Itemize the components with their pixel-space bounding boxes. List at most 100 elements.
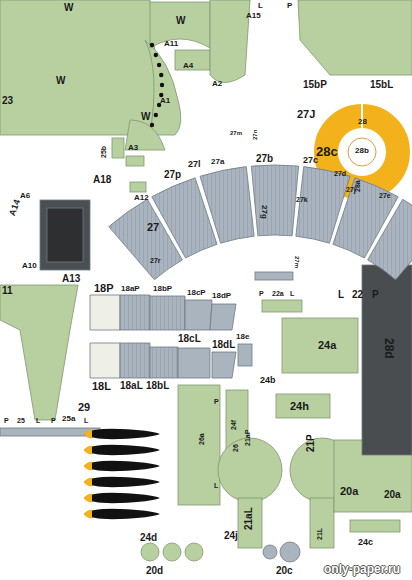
part-number: 27b [256, 154, 273, 164]
part-number: 21P [306, 434, 316, 452]
part-number: 27J [297, 109, 315, 120]
part-number: 24h [290, 401, 309, 412]
part-number: P [287, 2, 292, 10]
part-number: 21aL [244, 507, 254, 530]
part-number: 15bP [303, 80, 327, 90]
part-20c [280, 542, 300, 562]
part-number: 20a [384, 490, 401, 500]
part-number: 22 [352, 290, 363, 300]
blade [84, 509, 160, 519]
blade [84, 477, 160, 487]
part-number: A10 [22, 262, 37, 270]
part-number: 27n [252, 130, 258, 140]
blade-tip [84, 510, 92, 519]
watermark: only-paper.ru [324, 563, 400, 575]
part-number: 25b [100, 146, 107, 158]
part-number: A2 [212, 80, 222, 88]
part-a4 [175, 50, 210, 70]
rivet-hole [157, 63, 161, 67]
part-24h [276, 394, 330, 418]
green-parts [0, 0, 412, 561]
part-number: P [51, 417, 56, 424]
part-number: W [176, 16, 185, 26]
part-number: 27e [379, 192, 391, 199]
rivet-hole [160, 83, 164, 87]
part-number: 24b [260, 376, 276, 385]
part-number: 27p [164, 170, 181, 180]
part-number: 27l [188, 160, 201, 169]
part-number: 25 [17, 417, 25, 424]
rivet-holes [150, 43, 164, 127]
propeller-blades [84, 429, 160, 519]
part-18ap [120, 295, 150, 330]
part-number: 20a [340, 486, 358, 497]
part-number: 24f [230, 420, 237, 430]
part-18bp [150, 296, 185, 330]
part-15b [298, 0, 412, 75]
part-18e [238, 344, 252, 366]
part-number: P [4, 417, 9, 424]
part-number: 28 [358, 118, 367, 126]
part-11 [0, 285, 78, 420]
part-number: 18aL [120, 381, 143, 391]
part-18bl [150, 347, 178, 378]
part-number: 18bL [146, 381, 169, 391]
part-18p [90, 295, 120, 330]
part-number: 18aP [121, 285, 140, 293]
part-number: A18 [93, 175, 111, 185]
part-number: A15 [246, 12, 261, 20]
part-21a [218, 438, 282, 502]
part-number: 20d [146, 566, 163, 576]
blade-body [84, 429, 160, 439]
part-number: P [372, 290, 379, 300]
blade-body [84, 509, 160, 519]
rivet-hole [154, 113, 158, 117]
blade-tip [84, 478, 92, 487]
part-number: 28c [316, 145, 338, 158]
part-number: W [56, 76, 65, 86]
part-number: 25a [62, 415, 75, 423]
wing-panel [0, 0, 156, 135]
blade-tip [84, 430, 92, 439]
part-number: 18cP [187, 289, 206, 297]
part-number: L [214, 482, 218, 489]
fan-segment [251, 165, 298, 236]
part-number: 21aP [244, 430, 251, 446]
part-number: 29 [78, 402, 90, 413]
part-number: A14 [8, 198, 22, 217]
part-21-tab [310, 498, 334, 548]
part-number: A12 [134, 194, 149, 202]
part-number: L [84, 417, 88, 424]
part-number: 18dL [212, 340, 235, 350]
part-a11 [150, 2, 210, 48]
grey-parts [0, 200, 412, 562]
blade [84, 493, 160, 503]
rivet-hole [150, 43, 154, 47]
part-18cl [178, 348, 210, 378]
part-number: 18dP [212, 292, 231, 300]
part-number: 24j [224, 531, 238, 541]
instrument-panel [47, 208, 83, 262]
part-number: P [259, 290, 264, 297]
part-number: 27c [303, 156, 318, 165]
part-number: 27r [150, 257, 161, 264]
part-number: 21L [316, 528, 323, 540]
part-number: A6 [20, 192, 30, 200]
part-number: 27k [296, 196, 308, 203]
part-18cp [185, 300, 212, 330]
part-number: 18cL [178, 334, 201, 344]
part-number: 24a [318, 340, 336, 351]
wheel [163, 543, 181, 561]
part-number: 24c [358, 538, 373, 547]
part-number: L [290, 290, 294, 297]
part-number: A13 [62, 274, 80, 284]
part-number: 20c [276, 566, 293, 576]
part-21a-tab [238, 498, 262, 548]
part-number: 26a [198, 433, 205, 445]
part-18al [120, 343, 150, 378]
part-a12 [130, 182, 146, 192]
part-number: L [338, 290, 344, 300]
rivet-hole [159, 73, 163, 77]
part-number: 27j [346, 186, 356, 193]
